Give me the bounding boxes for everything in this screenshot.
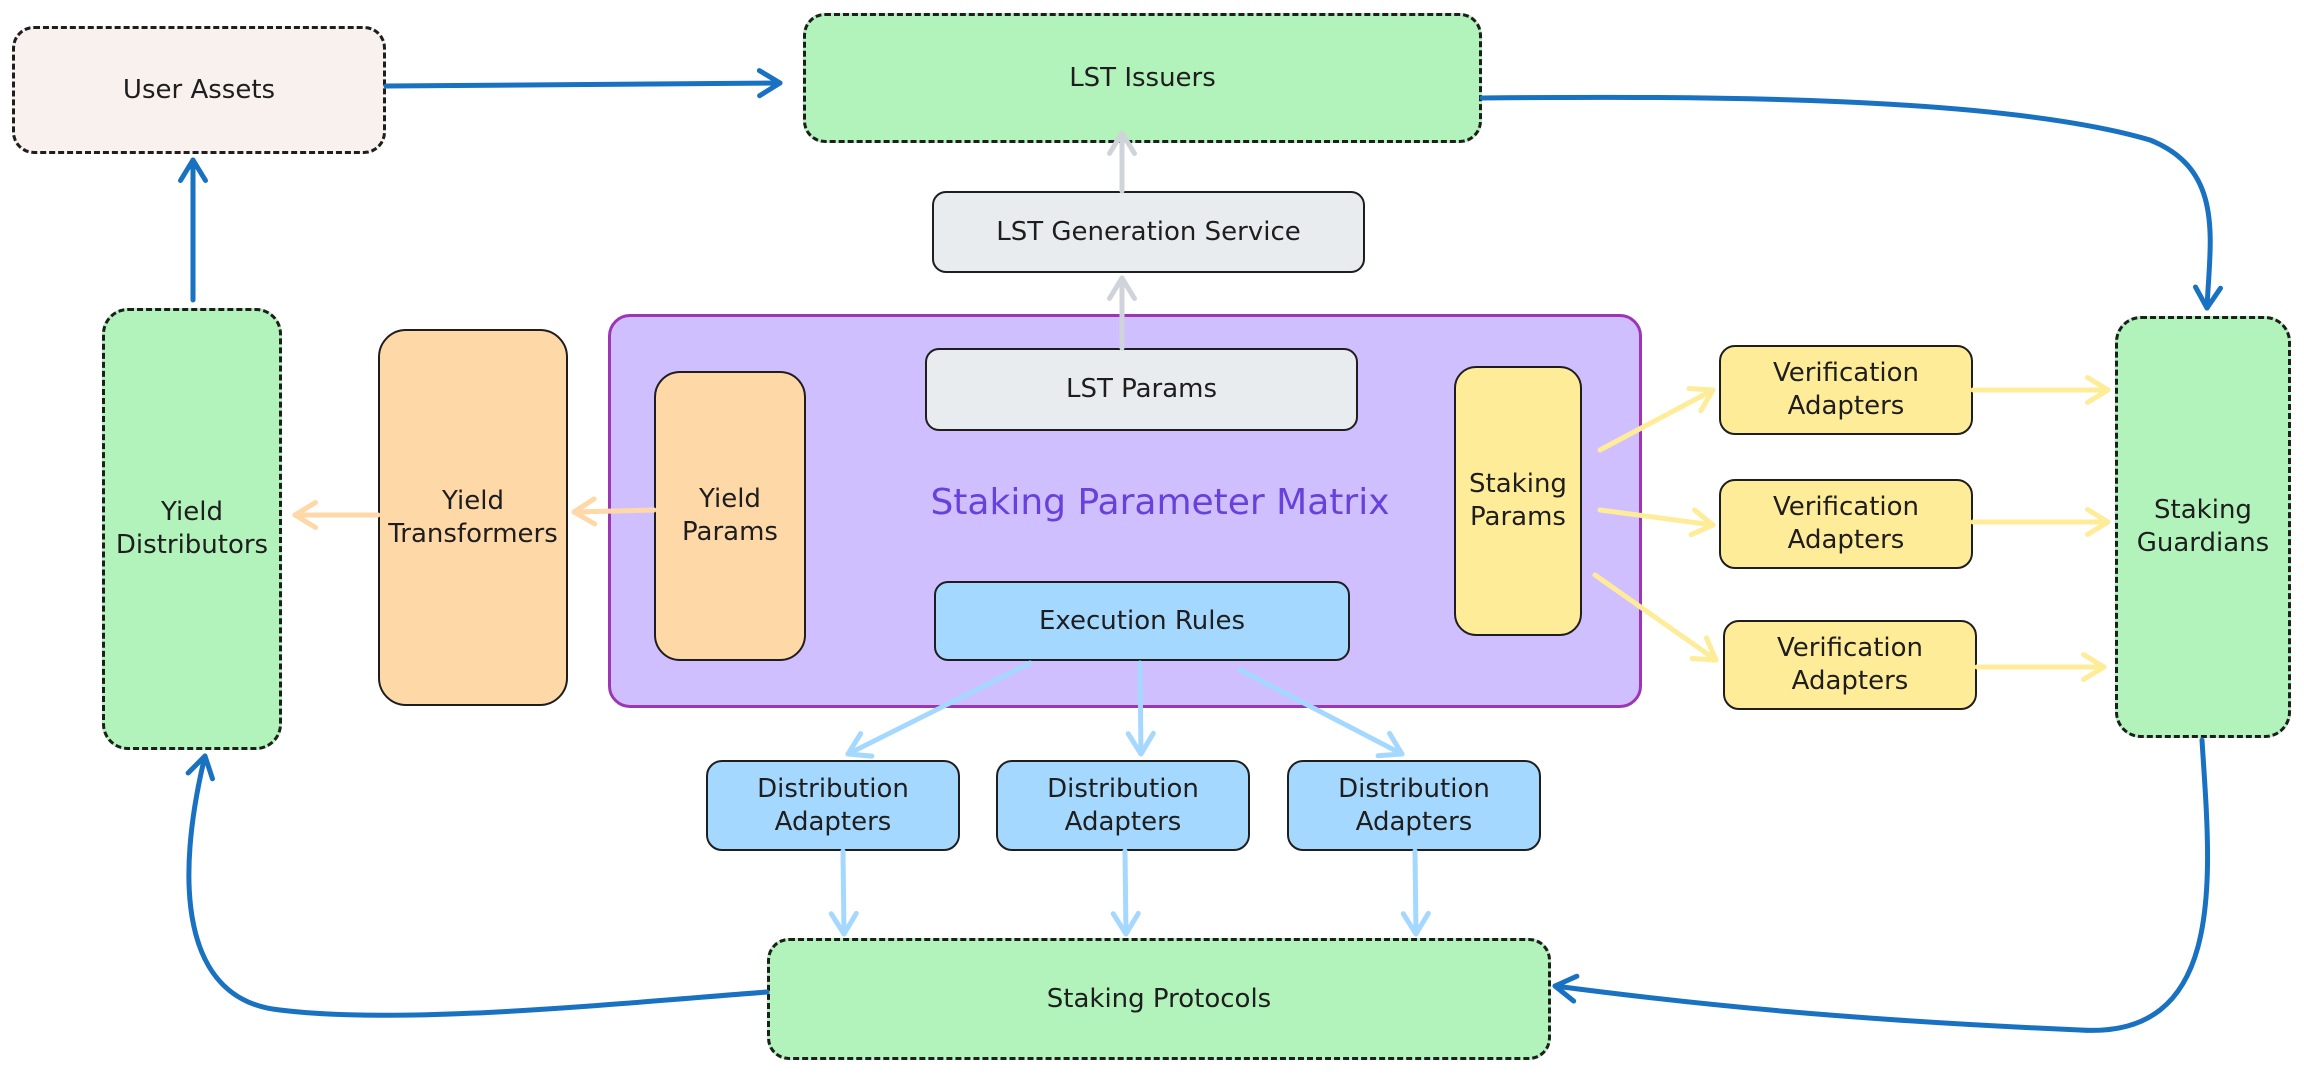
distribution-3-to-protocols-arrow: [1400, 848, 1431, 937]
verification-1-to-guardians-arrow: [1970, 375, 2111, 405]
guardians-to-protocols-arrow-line: [1552, 737, 2211, 1033]
protocols-to-yield-distributors-arrow-head: [185, 753, 215, 782]
verification-3-to-guardians-arrow: [1974, 652, 2107, 682]
staking-params-to-verification-1-arrow-head: [1686, 386, 1716, 414]
execution-rules-node[interactable]: Execution Rules: [934, 581, 1350, 661]
distribution-3-to-protocols-arrow-head: [1400, 910, 1431, 937]
verification-adapter-node[interactable]: Verification Adapters: [1723, 620, 1977, 710]
transformers-to-yield-distributors-arrow: [292, 500, 381, 530]
staking-params-node[interactable]: Staking Params: [1454, 366, 1582, 636]
verification-adapter-node[interactable]: Verification Adapters: [1719, 479, 1973, 569]
user-assets-node[interactable]: User Assets: [12, 26, 386, 154]
yield-distributors-to-user-assets-arrow-head: [178, 157, 208, 183]
distribution-1-to-protocols-arrow: [828, 848, 859, 937]
verification-1-to-guardians-arrow-head: [2085, 375, 2111, 405]
yield-distributors-to-user-assets-arrow: [178, 157, 208, 303]
lst-issuers-to-guardians-arrow-head: [2193, 284, 2223, 311]
staking-protocols-node[interactable]: Staking Protocols: [767, 938, 1551, 1060]
lst-issuers-node[interactable]: LST Issuers: [803, 13, 1482, 143]
verification-3-to-guardians-arrow-head: [2081, 652, 2107, 682]
user-assets-to-lst-issuers-arrow-line: [383, 80, 783, 89]
yield-params-to-transformers-arrow-head: [571, 496, 598, 527]
protocols-to-yield-distributors-arrow-line: [186, 753, 770, 1018]
distribution-3-to-protocols-arrow-line: [1412, 848, 1419, 937]
guardians-to-protocols-arrow-head: [1552, 973, 1580, 1004]
staking-params-to-verification-2-arrow-head: [1688, 507, 1716, 538]
verification-2-to-guardians-arrow: [1970, 507, 2111, 537]
lst-params-to-generation-service-arrow-head: [1107, 275, 1137, 301]
staking-guardians-node[interactable]: Staking Guardians: [2115, 316, 2291, 738]
user-assets-to-lst-issuers-arrow: [383, 68, 783, 99]
distribution-adapter-node[interactable]: Distribution Adapters: [996, 760, 1250, 851]
distribution-2-to-protocols-arrow-line: [1122, 848, 1129, 937]
execution-to-distribution-3-arrow-head: [1375, 730, 1405, 759]
distribution-adapter-node[interactable]: Distribution Adapters: [1287, 760, 1541, 851]
guardians-to-protocols-arrow: [1552, 737, 2211, 1033]
staking-params-to-verification-3-arrow-head: [1689, 635, 1719, 663]
lst-generation-service-node[interactable]: LST Generation Service: [932, 191, 1365, 273]
distribution-adapter-node[interactable]: Distribution Adapters: [706, 760, 960, 851]
distribution-2-to-protocols-arrow: [1110, 848, 1141, 937]
transformers-to-yield-distributors-arrow-head: [292, 500, 318, 530]
lst-issuers-to-guardians-arrow-line: [1479, 94, 2213, 311]
lst-params-node[interactable]: LST Params: [925, 348, 1358, 431]
execution-to-distribution-1-arrow-head: [845, 731, 875, 759]
verification-adapter-node[interactable]: Verification Adapters: [1719, 345, 1973, 435]
distribution-2-to-protocols-arrow-head: [1110, 910, 1141, 937]
yield-transformers-node[interactable]: Yield Transformers: [378, 329, 568, 706]
distribution-1-to-protocols-arrow-head: [828, 910, 859, 937]
yield-distributors-node[interactable]: Yield Distributors: [102, 308, 282, 750]
protocols-to-yield-distributors-arrow: [185, 753, 770, 1018]
matrix-title: Staking Parameter Matrix: [930, 482, 1390, 523]
lst-issuers-to-guardians-arrow: [1479, 94, 2223, 311]
verification-2-to-guardians-arrow-head: [2085, 507, 2111, 537]
execution-to-distribution-2-arrow-head: [1125, 730, 1156, 757]
yield-params-node[interactable]: Yield Params: [654, 371, 806, 661]
user-assets-to-lst-issuers-arrow-head: [756, 68, 783, 99]
distribution-1-to-protocols-arrow-line: [840, 848, 847, 937]
